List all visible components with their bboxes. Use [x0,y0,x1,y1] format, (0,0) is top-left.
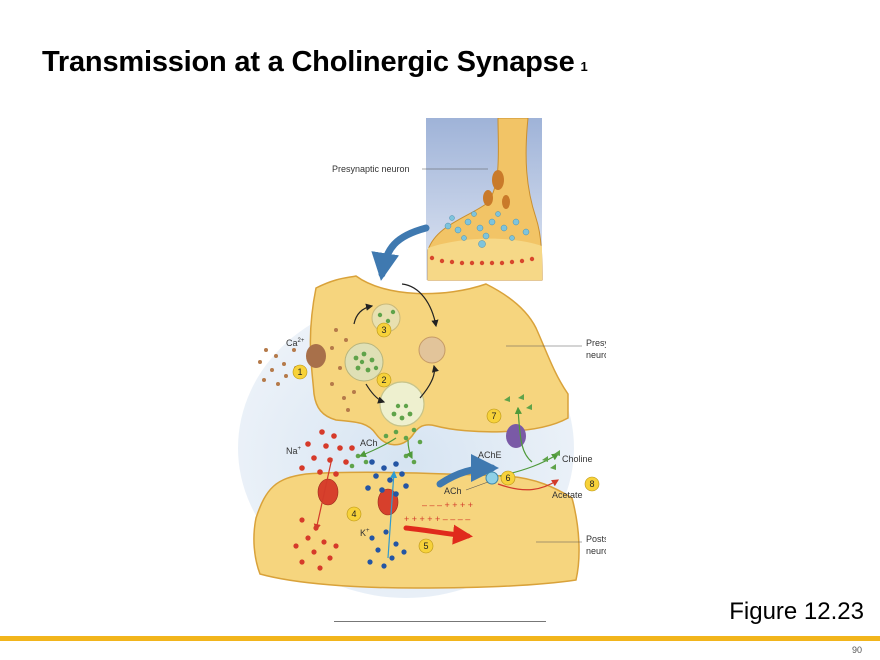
calcium-channel [258,328,356,412]
label-ache: AChE [478,450,502,460]
svg-text:4: 4 [351,509,356,519]
label-presynaptic-right-2: neuron [586,350,606,360]
figure-reference: Figure 12.23 [729,598,864,625]
label-acetate: Acetate [552,490,583,500]
caption-rule [334,621,546,622]
ache-enzyme [485,471,499,485]
potassium-ions [365,459,409,569]
choline-transporter [506,424,526,448]
label-na: Na+ [286,446,302,456]
slide-title-suffix: 1 [580,59,588,74]
current-arrow [403,524,473,545]
svg-text:1: 1 [297,367,302,377]
step-6-badge: 6 [500,470,516,486]
svg-text:6: 6 [505,473,510,483]
svg-text:3: 3 [381,325,386,335]
sodium-ions [293,429,355,571]
label-ach-1: ACh [360,438,378,448]
footer-accent-bar [0,636,880,641]
label-ach-2: ACh [444,486,462,496]
page-number: 90 [851,645,862,655]
svg-text:8: 8 [589,479,594,489]
slide-title: Transmission at a Cholinergic Synapse 1 [42,46,588,79]
step-7-badge: 7 [486,408,502,424]
charge-row-lower: + + + + + – – – – [404,514,470,524]
step-4-badge: 4 [346,506,362,522]
step-1-badge: 1 [292,364,308,380]
step-2-badge: 2 [376,372,392,388]
svg-text:2: 2 [381,375,386,385]
label-presynaptic-right-1: Presynaptic [586,338,606,348]
ach-molecules [349,427,423,469]
label-presynaptic-top: Presynaptic neuron [332,164,410,174]
label-choline: Choline [562,454,593,464]
synapse-figure: Presynaptic neuron [236,118,606,600]
label-k: K+ [360,528,370,538]
vesicle-cycle [344,283,446,427]
svg-text:5: 5 [423,541,428,551]
zoom-arrow [371,224,430,281]
choline-molecules [504,394,560,470]
step-8-badge: 8 [584,476,600,492]
slide-title-text: Transmission at a Cholinergic Synapse [42,46,575,78]
step-3-badge: 3 [376,322,392,338]
inset-presynaptic-terminal [422,118,543,281]
label-ca: Ca2+ [286,338,305,348]
svg-text:7: 7 [491,411,496,421]
label-postsynaptic-1: Postsynaptic [586,534,606,544]
label-postsynaptic-2: neuron [586,546,606,556]
step-5-badge: 5 [418,538,434,554]
ach-receptor-channels [317,478,399,516]
charge-row-upper: – – – + + + + [422,500,473,510]
synapse-diagram: Presynaptic neuron [238,118,606,598]
